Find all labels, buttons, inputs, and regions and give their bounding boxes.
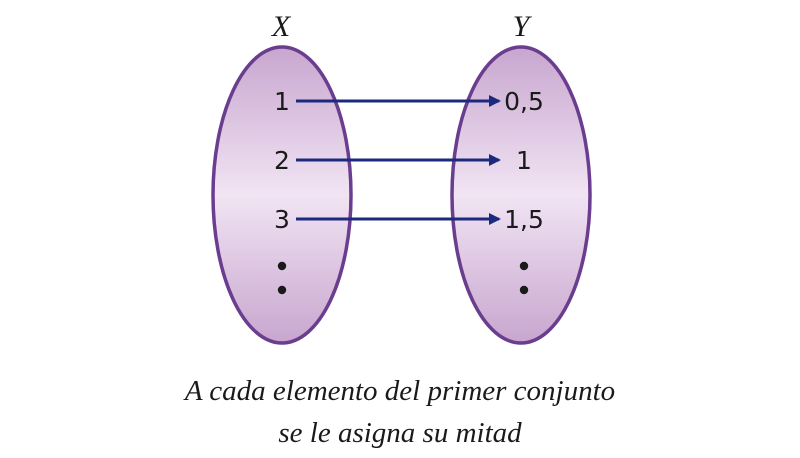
domain-set-oval: [211, 45, 353, 345]
codomain-element: 0,5: [504, 87, 544, 116]
codomain-set-oval: [450, 45, 592, 345]
domain-element: 1: [274, 87, 290, 116]
codomain-set-label: Y: [513, 10, 533, 43]
domain-element: 3: [274, 205, 290, 234]
codomain-ellipsis: [519, 261, 529, 295]
domain-element: 2: [274, 146, 290, 175]
domain-ellipsis: [277, 261, 287, 295]
codomain-element: 1: [516, 146, 532, 175]
caption-line-2: se le asigna su mitad: [278, 417, 522, 449]
codomain-element: 1,5: [504, 205, 544, 234]
caption-line-1: A cada elemento del primer conjunto: [183, 375, 615, 407]
domain-set-label: X: [271, 10, 292, 43]
